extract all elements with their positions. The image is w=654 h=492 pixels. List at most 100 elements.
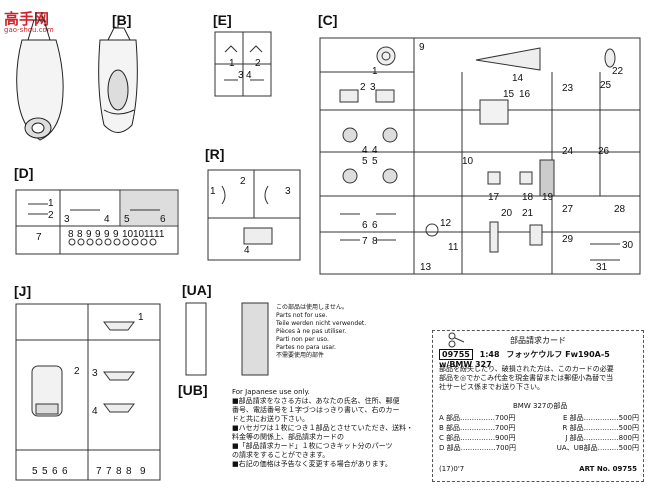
part-number: 26 [598,146,610,157]
card-header: 部品請求カード [510,336,566,345]
part-number: 8 [77,229,83,240]
part-number: 25 [600,80,612,91]
part-number: 8 [68,229,74,240]
part-number: 2 [240,176,246,187]
part-number: 4 [104,214,110,225]
sprue-label-b: [B] [112,12,132,28]
part-number: 7 [106,466,112,477]
part-number: 2 [255,58,261,69]
part-number: 22 [612,66,624,77]
part-number: 11 [448,242,459,253]
sprue-label-r: [R] [205,146,225,162]
part-number: 6 [372,220,378,231]
sprue-label-e: [E] [213,12,232,28]
sprue-label-j: [J] [14,283,32,299]
part-number: 3 [92,368,98,379]
part-number: 5 [42,466,48,477]
part-number: 9 [140,466,146,477]
sprue-label-d: [D] [14,165,34,181]
part-number: 17 [488,192,500,203]
sprue-label-ua: [UA] [182,282,212,298]
part-number: 6 [160,214,166,225]
part-number: 6 [62,466,68,477]
part-number: 2 [360,82,366,93]
part-number: 10 [133,229,145,240]
sprue-frame-c [319,37,641,275]
sprue-label-ub: [UB] [178,382,208,398]
part-number: 19 [542,192,554,203]
part-number: 9 [95,229,101,240]
part-number: 9 [419,42,425,53]
part-number: 11 [144,229,155,240]
part-number: 29 [562,234,574,245]
part-number: 4 [372,145,378,156]
part-number: 21 [522,208,534,219]
part-number: 5 [362,156,368,167]
part-number: 20 [501,208,513,219]
sprue-frame-e [214,31,272,97]
part-number: 8 [116,466,122,477]
part-number: 30 [622,240,634,251]
cowl-drawing-a [16,12,64,141]
cowl-drawing-b [98,18,138,133]
part-number: 4 [362,145,368,156]
part-number: 1 [372,66,378,77]
part-number: 27 [562,204,574,215]
price-table-title: BMW 327の部品 [513,402,568,410]
part-number: 4 [92,406,98,417]
part-number: 3 [238,70,244,81]
part-number: 28 [614,204,626,215]
card-scissor [448,332,465,348]
art-number: ART No. 09755 [579,465,637,473]
part-number: 10 [462,156,474,167]
part-number: 31 [596,262,608,273]
part-number: 7 [36,232,42,243]
sprue-frame-r [207,169,301,261]
part-number: 2 [74,366,80,377]
part-number: 12 [440,218,452,229]
watermark-url: gao-shou.com [4,26,54,34]
not-used-notes: この部品は使用しません。 Parts not for use. Teile we… [276,304,367,359]
japanese-notice: For Japanese use only. ■部品請求をなさる方は、あなたの氏… [232,388,414,468]
part-number: 3 [370,82,376,93]
parts-request-card: 部品請求カード 09755 1:48 フォッケウルフ Fw190A-5 w/BM… [432,330,644,482]
part-number: 9 [86,229,92,240]
part-number: 11 [154,229,165,240]
card-footer-code: (17)0'7 [439,465,465,473]
part-number: 3 [285,186,291,197]
part-number: 1 [229,58,235,69]
ua-parts [185,302,269,376]
sprue-label-c: [C] [318,12,338,28]
part-number: 6 [52,466,58,477]
part-number: 18 [522,192,534,203]
card-intro: 部品を紛失したり、破損された方は、このカードの必要 部品を◎でかこみ代金を現金書… [439,365,614,391]
part-number: 9 [104,229,110,240]
part-number: 1 [210,186,216,197]
part-number: 1 [48,198,54,209]
part-number: 5 [124,214,130,225]
part-number: 7 [362,236,368,247]
part-number: 16 [519,89,531,100]
part-number: 10 [122,229,134,240]
card-product-line: 09755 1:48 フォッケウルフ Fw190A-5 w/BMW 327 [439,349,610,369]
part-number: 15 [503,89,515,100]
part-number: 3 [64,214,70,225]
part-number: 5 [32,466,38,477]
part-number: 2 [48,210,54,221]
part-number: 9 [113,229,119,240]
sprue-frame-j [15,303,161,481]
part-number: 7 [96,466,102,477]
part-number: 14 [512,73,524,84]
part-number: 13 [420,262,432,273]
part-number: 24 [562,146,574,157]
watermark-logo: 高手网 [4,10,50,28]
part-number: 4 [244,245,250,256]
part-number: 8 [372,236,378,247]
sprue-frame-d [15,189,179,255]
